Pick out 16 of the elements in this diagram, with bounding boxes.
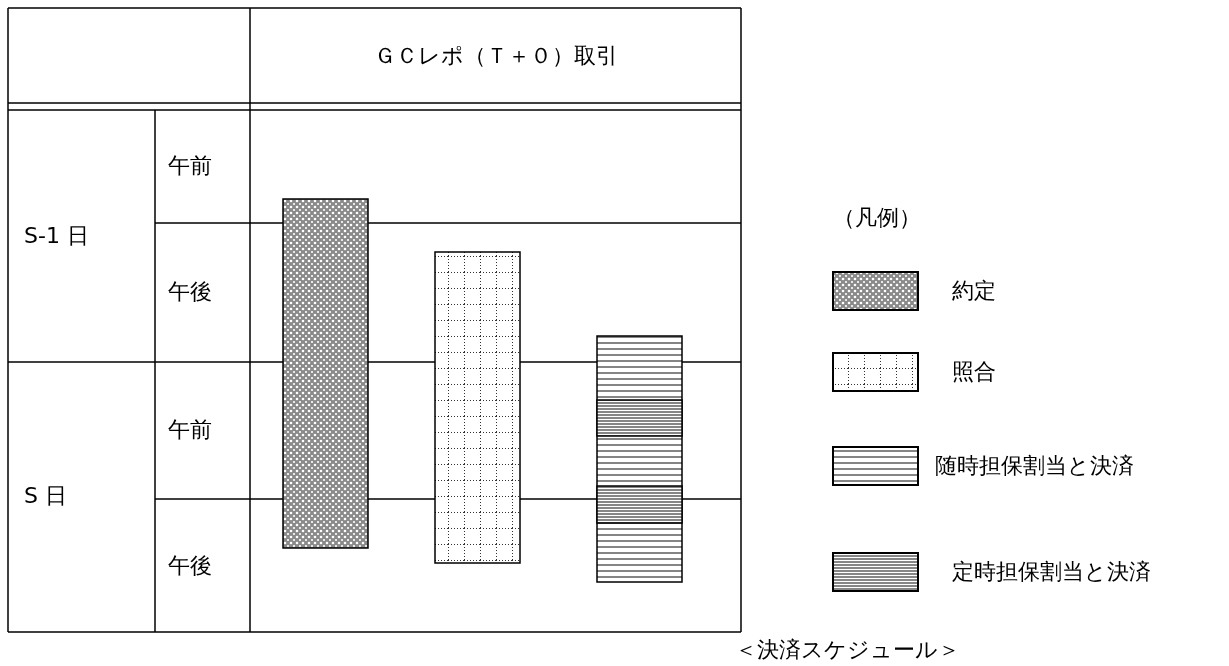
row-header: S 日 [24, 483, 67, 510]
legend-text: 随時担保割当と決済 [935, 453, 1134, 480]
crosshatched-bar [282, 198, 369, 549]
time-label: 午前 [168, 417, 212, 444]
grid-bar [434, 251, 521, 564]
striped-bar [596, 335, 683, 583]
legend-text: 定時担保割当と決済 [952, 559, 1151, 586]
legend-title: （凡例） [833, 205, 921, 232]
row-header: S‐1 日 [24, 223, 89, 250]
column-header: ＧＣレポ（Ｔ＋０）取引 [374, 43, 618, 70]
legend-text: 照合 [952, 359, 996, 386]
time-label: 午前 [168, 153, 212, 180]
time-label: 午後 [168, 279, 212, 306]
legend-text: 約定 [952, 278, 996, 305]
time-label: 午後 [168, 553, 212, 580]
caption: ＜決済スケジュール＞ [735, 637, 960, 664]
